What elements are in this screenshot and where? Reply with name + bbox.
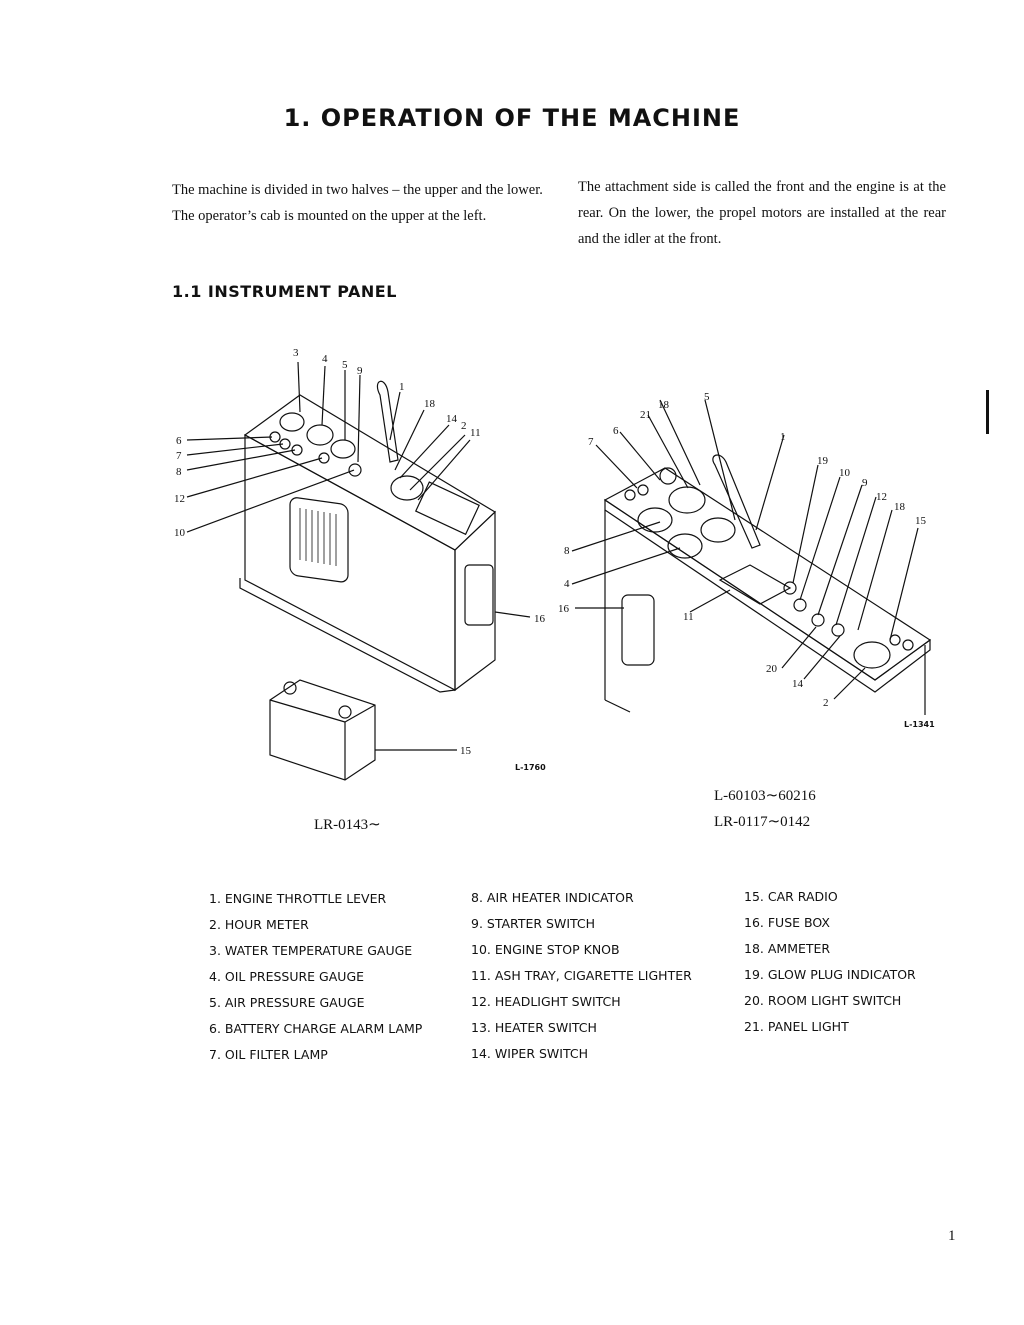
- legend-item: 8. AIR HEATER INDICATOR: [471, 890, 634, 905]
- callout-labels-right: 18 5 21 6 7 1 19 10 9 12 18 15 8 4 16 11…: [558, 391, 927, 709]
- figure-number-right: L-1341: [904, 720, 935, 729]
- callout-label: 4: [322, 353, 328, 365]
- legend-item: 21. PANEL LIGHT: [744, 1019, 849, 1034]
- legend-item: 15. CAR RADIO: [744, 889, 838, 904]
- legend-item: 3. WATER TEMPERATURE GAUGE: [209, 943, 413, 958]
- callout-label: 2: [461, 420, 467, 432]
- page-number: 1: [948, 1228, 956, 1244]
- legend-item: 20. ROOM LIGHT SWITCH: [744, 993, 902, 1008]
- callout-label: 18: [658, 399, 670, 411]
- intro-paragraph: The attachment side is called the front …: [578, 179, 946, 247]
- model-code-right-2: LR-0117∼0142: [714, 814, 811, 830]
- instrument-panel-diagram-left: 3 4 5 9 1 18 14 2 11 6 7 8 12 10 16 15: [174, 347, 546, 781]
- callout-label: 9: [862, 477, 868, 489]
- instrument-panel-diagram-right: 18 5 21 6 7 1 19 10 9 12 18 15 8 4 16 11…: [558, 391, 932, 715]
- callout-label: 12: [174, 493, 185, 505]
- callout-label: 10: [174, 527, 186, 539]
- legend-column-2: 8. AIR HEATER INDICATOR 9. STARTER SWITC…: [471, 885, 692, 1067]
- legend-item: 19. GLOW PLUG INDICATOR: [744, 967, 916, 982]
- legend-item: 1. ENGINE THROTTLE LEVER: [209, 891, 387, 906]
- callout-label: 14: [446, 413, 458, 425]
- model-code-right-1: L-60103∼60216: [714, 788, 816, 804]
- intro-paragraph: The machine is divided in two halves – t…: [172, 182, 543, 198]
- callout-label: 19: [817, 455, 829, 467]
- callout-label: 20: [766, 663, 778, 675]
- callout-label: 6: [176, 435, 182, 447]
- legend-item: 7. OIL FILTER LAMP: [209, 1047, 328, 1062]
- margin-bar: [986, 390, 989, 434]
- legend-item: 4. OIL PRESSURE GAUGE: [209, 969, 365, 984]
- legend-item: 14. WIPER SWITCH: [471, 1046, 589, 1061]
- callout-label: 18: [894, 501, 906, 513]
- callout-label: 6: [613, 425, 619, 437]
- legend-item: 2. HOUR METER: [209, 917, 309, 932]
- intro-paragraph: The operator’s cab is mounted on the upp…: [172, 208, 487, 224]
- callout-label: 12: [876, 491, 887, 503]
- callout-label: 21: [640, 409, 651, 421]
- callout-label: 8: [564, 545, 570, 557]
- callout-labels-left: 3 4 5 9 1 18 14 2 11 6 7 8 12 10 16 15: [174, 347, 546, 757]
- callout-label: 10: [839, 467, 851, 479]
- callout-label: 7: [176, 450, 182, 462]
- intro-left-column: The machine is divided in two halves – t…: [172, 177, 547, 229]
- legend-column-3: 15. CAR RADIO 16. FUSE BOX 18. AMMETER 1…: [744, 884, 916, 1040]
- callout-label: 3: [293, 347, 299, 359]
- callout-label: 7: [588, 436, 594, 448]
- legend-item: 18. AMMETER: [744, 941, 831, 956]
- intro-right-column: The attachment side is called the front …: [578, 174, 946, 252]
- callout-label: 11: [470, 427, 481, 439]
- callout-label: 15: [460, 745, 472, 757]
- section-heading: 1.1 INSTRUMENT PANEL: [172, 282, 397, 301]
- legend-item: 9. STARTER SWITCH: [471, 916, 596, 931]
- callout-label: 4: [564, 578, 570, 590]
- callout-label: 18: [424, 398, 436, 410]
- callout-label: 15: [915, 515, 927, 527]
- legend-item: 11. ASH TRAY, CIGARETTE LIGHTER: [471, 968, 692, 983]
- legend-item: 13. HEATER SWITCH: [471, 1020, 597, 1035]
- legend-item: 16. FUSE BOX: [744, 915, 830, 930]
- callout-label: 2: [823, 697, 829, 709]
- figure-number-left: L-1760: [515, 763, 546, 772]
- model-code-left: LR-0143∼: [314, 817, 381, 833]
- legend-item: 5. AIR PRESSURE GAUGE: [209, 995, 365, 1010]
- callout-label: 8: [176, 466, 182, 478]
- page-title: 1. OPERATION OF THE MACHINE: [283, 104, 741, 132]
- legend-column-1: 1. ENGINE THROTTLE LEVER 2. HOUR METER 3…: [209, 886, 422, 1068]
- legend-item: 12. HEADLIGHT SWITCH: [471, 994, 621, 1009]
- callout-label: 14: [792, 678, 804, 690]
- legend-item: 6. BATTERY CHARGE ALARM LAMP: [209, 1021, 423, 1036]
- callout-label: 5: [342, 359, 348, 371]
- callout-label: 1: [780, 431, 786, 443]
- callout-label: 16: [534, 613, 546, 625]
- callout-label: 5: [704, 391, 710, 403]
- callout-label: 9: [357, 365, 363, 377]
- callout-label: 16: [558, 603, 570, 615]
- legend-item: 10. ENGINE STOP KNOB: [471, 942, 620, 957]
- callout-label: 1: [399, 381, 405, 393]
- callout-label: 11: [683, 611, 694, 623]
